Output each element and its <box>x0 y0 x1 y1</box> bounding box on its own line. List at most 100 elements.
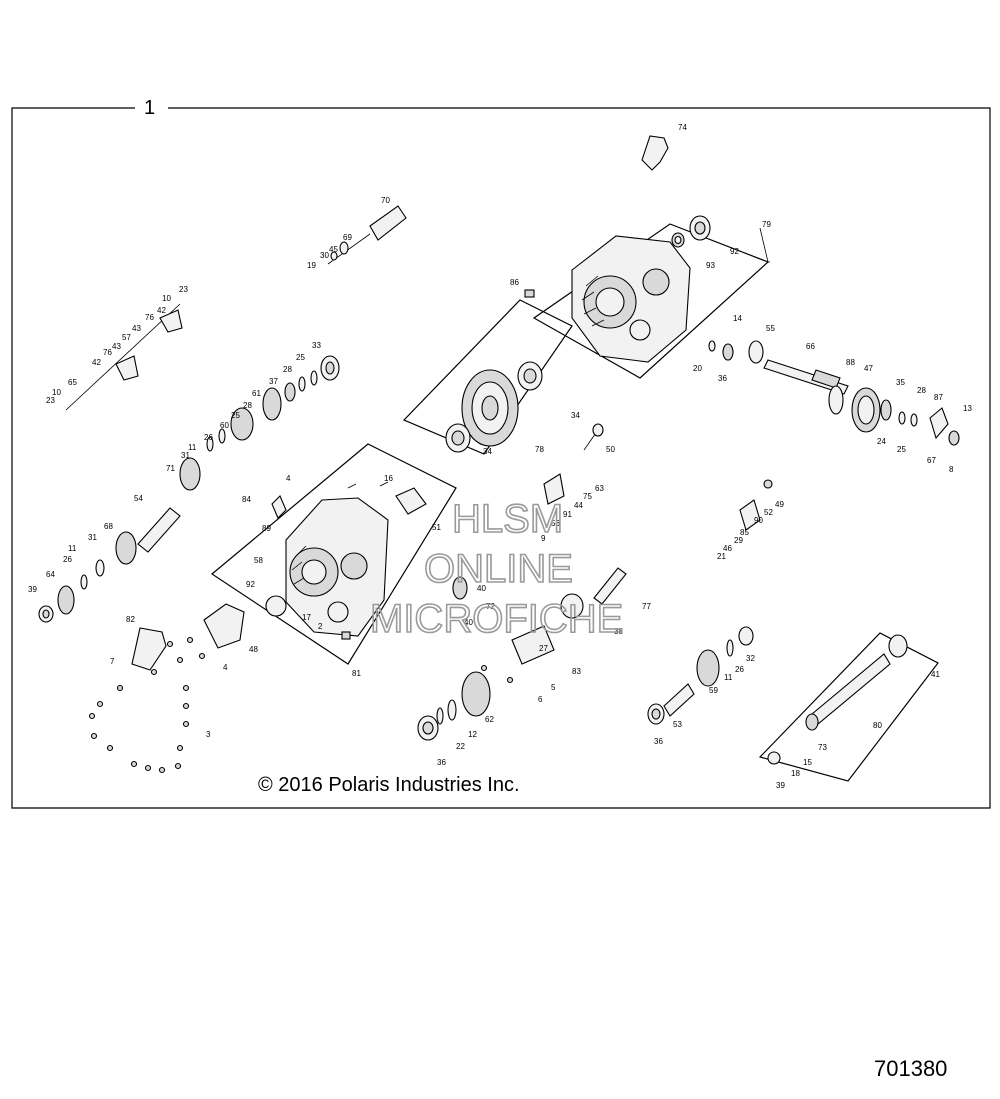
callout-36: 36 <box>654 737 663 746</box>
gear-50 <box>592 423 604 437</box>
callout-26: 26 <box>735 665 744 674</box>
callout-91: 91 <box>563 510 572 519</box>
gear-71 <box>179 457 201 491</box>
callout-73: 73 <box>818 743 827 752</box>
callout-11: 11 <box>68 544 77 553</box>
callout-23: 23 <box>179 285 188 294</box>
callout-92: 92 <box>730 247 739 256</box>
watermark: HLSM ONLINE MICROFICHE <box>369 496 624 642</box>
bearing-33 <box>320 355 340 381</box>
seal-92-lower <box>265 595 287 617</box>
washer-25-stack <box>310 370 318 386</box>
assembly-number: 1 <box>144 97 155 119</box>
flange-67 <box>929 407 949 440</box>
cover-51 <box>395 487 427 515</box>
bearing-36-lower-left <box>417 715 439 741</box>
washer-28-right <box>898 411 906 425</box>
nut-49 <box>763 479 773 489</box>
bearing-35 <box>880 399 892 421</box>
nut-8 <box>948 430 960 446</box>
shift-fork-upper <box>159 309 183 333</box>
shaft-80 <box>811 653 891 725</box>
plug-2 <box>341 631 351 640</box>
bearing-36-lower-right <box>647 703 665 725</box>
callout-42: 42 <box>92 358 101 367</box>
callout-47: 47 <box>864 364 873 373</box>
callout-3: 3 <box>206 730 211 739</box>
callout-49: 49 <box>775 500 784 509</box>
callout-72: 72 <box>486 602 495 611</box>
gear-78-box <box>402 299 573 455</box>
drawing-number: 701380 <box>874 1056 947 1081</box>
callout-31: 31 <box>181 451 190 460</box>
callout-45: 45 <box>329 245 338 254</box>
bracket-82 <box>131 627 167 671</box>
callout-62: 62 <box>485 715 494 724</box>
callout-79: 79 <box>762 220 771 229</box>
bearing-31 <box>95 559 105 577</box>
callout-34: 34 <box>571 411 580 420</box>
callout-15: 15 <box>803 758 812 767</box>
callout-29: 29 <box>734 536 743 545</box>
callout-21: 21 <box>717 552 726 561</box>
bracket-74 <box>641 135 669 171</box>
case-half-lower-box <box>210 443 457 665</box>
callout-54: 54 <box>134 494 143 503</box>
callout-78: 78 <box>535 445 544 454</box>
washer-28-stack <box>298 376 306 392</box>
callout-76: 76 <box>103 348 112 357</box>
gear-60 <box>230 407 254 441</box>
case-seal-93 <box>671 232 685 248</box>
callout-36: 36 <box>718 374 727 383</box>
pump-48 <box>203 603 245 649</box>
callout-88: 88 <box>846 358 855 367</box>
bearing-41 <box>888 634 908 658</box>
washer-20 <box>708 340 716 352</box>
callout-40: 40 <box>464 618 473 627</box>
shift-drum-70 <box>369 205 407 241</box>
callout-31: 31 <box>88 533 97 542</box>
callout-50: 50 <box>606 445 615 454</box>
callout-22: 22 <box>456 742 465 751</box>
callout-41: 41 <box>931 670 940 679</box>
callout-46: 46 <box>723 544 732 553</box>
callout-8: 8 <box>949 465 954 474</box>
callout-71: 71 <box>166 464 175 473</box>
callout-83: 83 <box>572 667 581 676</box>
callout-26: 26 <box>63 555 72 564</box>
callout-6: 6 <box>538 695 543 704</box>
linkage-56 <box>543 473 565 505</box>
callout-53: 53 <box>673 720 682 729</box>
gear-85 <box>739 499 761 531</box>
callout-14: 14 <box>733 314 742 323</box>
bearing-34-top <box>517 361 543 391</box>
callout-18: 18 <box>791 769 800 778</box>
callout-12: 12 <box>468 730 477 739</box>
hub-47 <box>851 387 881 433</box>
callout-34: 34 <box>483 447 492 456</box>
callout-52: 52 <box>764 508 773 517</box>
callout-64: 64 <box>46 570 55 579</box>
callout-37: 37 <box>269 377 278 386</box>
callout-36: 36 <box>437 758 446 767</box>
callout-48: 48 <box>249 645 258 654</box>
callout-51: 51 <box>432 523 441 532</box>
watermark-line3: MICROFICHE <box>370 597 623 641</box>
gear-55 <box>748 340 764 364</box>
callout-33: 33 <box>312 341 321 350</box>
bearing-38 <box>560 593 584 619</box>
washer-26-mid <box>726 639 734 657</box>
spacer-37 <box>284 382 296 402</box>
callout-10: 10 <box>52 388 61 397</box>
callout-57: 57 <box>122 333 131 342</box>
callout-60: 60 <box>220 421 229 430</box>
callout-28: 28 <box>917 386 926 395</box>
bearing-39-left <box>38 605 54 623</box>
callout-39: 39 <box>776 781 785 790</box>
callout-2: 2 <box>318 622 323 631</box>
callout-28: 28 <box>283 365 292 374</box>
callout-43: 43 <box>132 324 141 333</box>
callout-86: 86 <box>510 278 519 287</box>
callout-16: 16 <box>384 474 393 483</box>
